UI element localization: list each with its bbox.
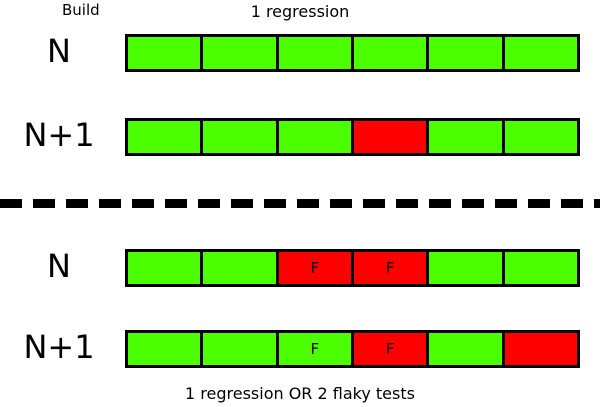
test-segment xyxy=(353,121,430,153)
test-segment xyxy=(429,121,505,153)
row-label-top-n-plus-1: N+1 xyxy=(23,116,95,154)
test-segment xyxy=(203,333,279,365)
top-section-title: 1 regression xyxy=(250,2,350,21)
test-segment xyxy=(504,37,577,69)
test-segment xyxy=(128,333,204,365)
build-column-label: Build xyxy=(62,1,100,19)
build-bar-bottom-n-plus-1: F F xyxy=(125,330,580,368)
build-bar-bottom-n: F F xyxy=(125,249,580,287)
test-segment-flaky: F xyxy=(278,252,354,284)
test-segment-flaky: F xyxy=(353,252,430,284)
test-segment xyxy=(128,37,204,69)
test-segment-flaky: F xyxy=(353,333,430,365)
test-segment xyxy=(203,121,279,153)
test-segment xyxy=(353,37,430,69)
test-segment xyxy=(429,37,505,69)
row-label-bottom-n-plus-1: N+1 xyxy=(23,328,95,366)
test-segment xyxy=(278,121,354,153)
test-segment xyxy=(429,252,505,284)
bottom-section-caption: 1 regression OR 2 flaky tests xyxy=(185,384,415,403)
test-segment xyxy=(128,252,204,284)
test-segment xyxy=(128,121,204,153)
test-segment xyxy=(504,333,577,365)
test-segment xyxy=(203,252,279,284)
test-segment xyxy=(203,37,279,69)
build-bar-top-n xyxy=(125,34,580,72)
test-segment xyxy=(504,121,577,153)
row-label-bottom-n: N xyxy=(47,247,71,285)
section-divider-dashed xyxy=(0,199,600,208)
test-segment-flaky: F xyxy=(278,333,354,365)
test-segment xyxy=(429,333,505,365)
build-bar-top-n-plus-1 xyxy=(125,118,580,156)
test-segment xyxy=(504,252,577,284)
test-segment xyxy=(278,37,354,69)
row-label-top-n: N xyxy=(47,32,71,70)
